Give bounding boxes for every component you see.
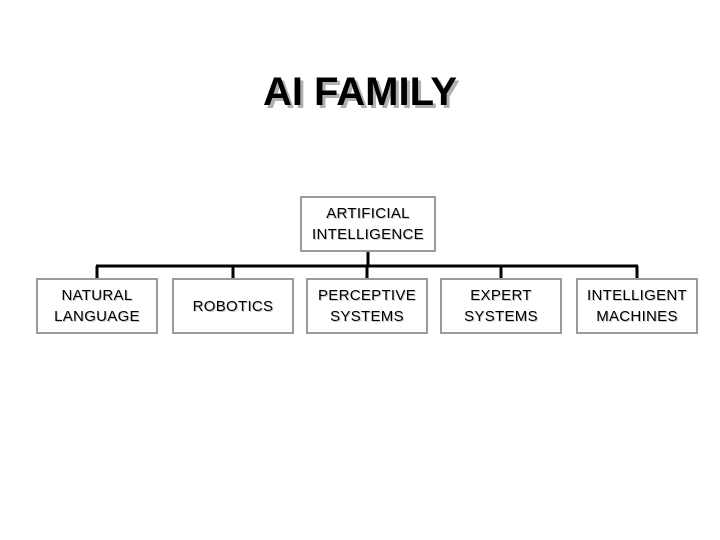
- child-node-label: INTELLIGENT MACHINES: [587, 287, 687, 325]
- child-node-label: PERCEPTIVE SYSTEMS: [317, 287, 417, 325]
- diagram-title: AI FAMILY: [262, 70, 458, 114]
- child-node-robotics: ROBOTICS: [172, 278, 294, 334]
- child-node-expert-systems: EXPERT SYSTEMS: [440, 278, 562, 334]
- child-node-label: EXPERT SYSTEMS: [464, 287, 538, 325]
- child-node-perceptive-systems: PERCEPTIVE SYSTEMS: [306, 278, 428, 334]
- child-node-label: NATURAL LANGUAGE: [54, 287, 140, 325]
- child-node-intelligent-machines: INTELLIGENT MACHINES: [576, 278, 698, 334]
- root-node-artificial-intelligence: ARTIFICIAL INTELLIGENCE: [300, 196, 436, 252]
- child-node-label: ROBOTICS: [192, 297, 274, 315]
- child-node-natural-language: NATURAL LANGUAGE: [36, 278, 158, 334]
- root-node-label: ARTIFICIAL INTELLIGENCE: [312, 205, 424, 243]
